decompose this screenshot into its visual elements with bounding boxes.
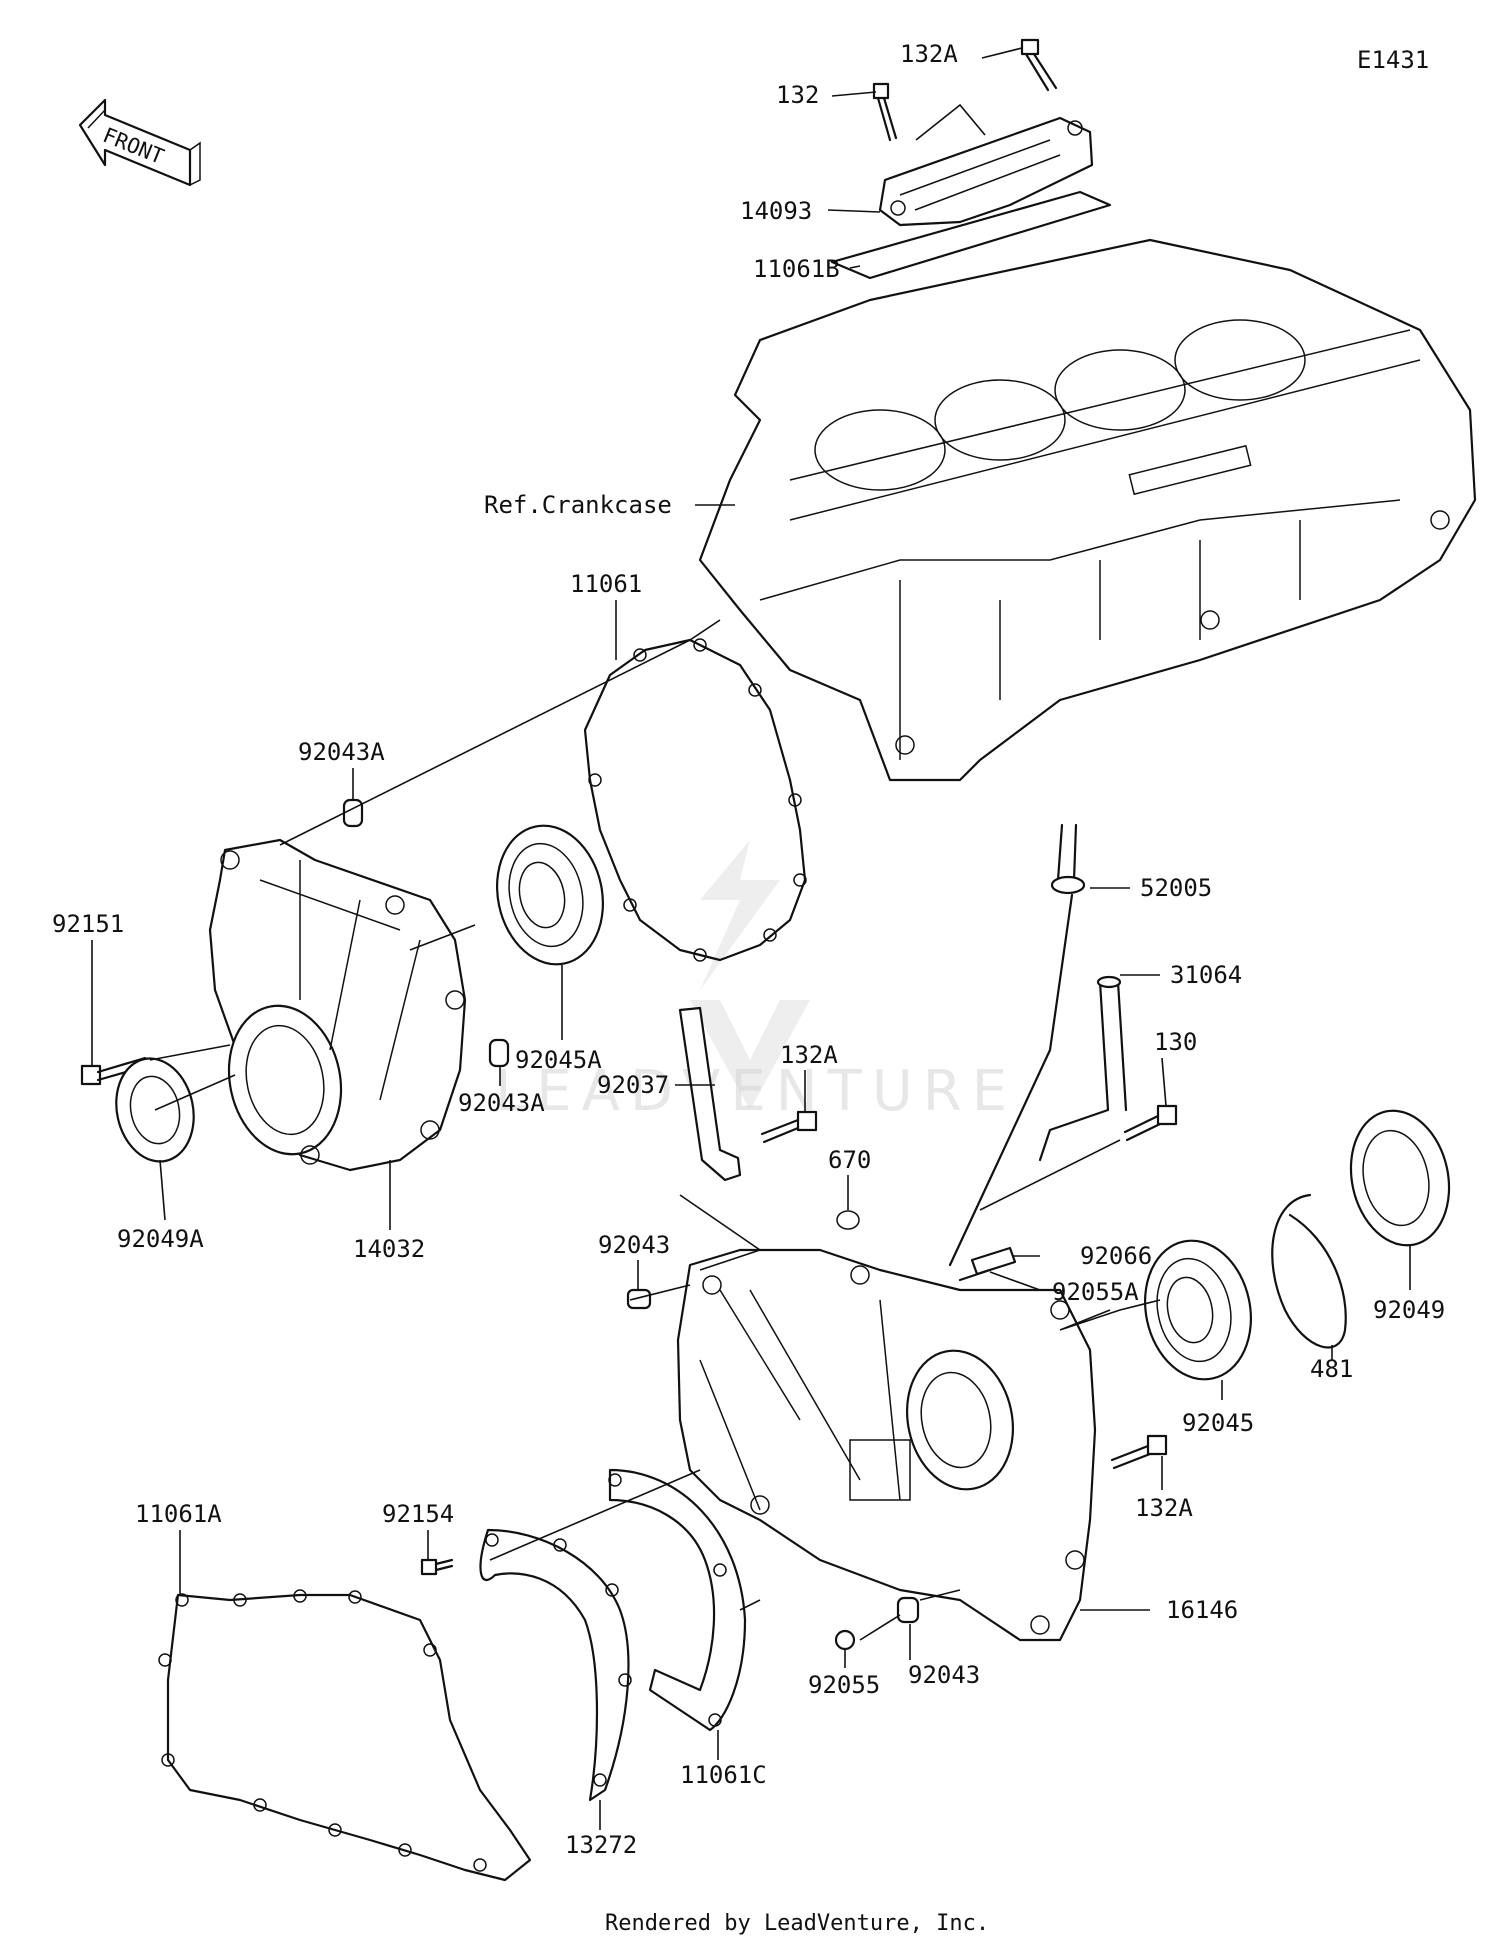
label-670[interactable]: 670	[828, 1146, 871, 1174]
gasket-11061	[583, 638, 807, 962]
dowel-pin-92043-low	[896, 1596, 920, 1624]
label-11061A[interactable]: 11061A	[135, 1500, 222, 1528]
bolt-132A-top	[1020, 38, 1058, 92]
label-13272[interactable]: 13272	[565, 1831, 637, 1859]
bolt-132-top	[872, 82, 898, 142]
label-92043-low[interactable]: 92043	[908, 1661, 980, 1689]
label-132A-top[interactable]: 132A	[900, 40, 958, 68]
label-14032[interactable]: 14032	[353, 1235, 425, 1263]
oil-tube-31064	[1038, 975, 1128, 1162]
circlip-481	[1271, 1193, 1347, 1349]
pin-92055A	[958, 1268, 992, 1282]
housing-16146	[676, 1248, 1097, 1642]
label-ref-crankcase[interactable]: Ref.Crankcase	[484, 491, 672, 519]
label-92049[interactable]: 92049	[1373, 1296, 1445, 1324]
diagram-id: E1431	[1357, 46, 1429, 74]
footer-credit: Rendered by LeadVenture, Inc.	[605, 1911, 989, 1936]
guide-92037	[678, 1006, 742, 1182]
label-92151[interactable]: 92151	[52, 910, 124, 938]
label-92045[interactable]: 92045	[1182, 1409, 1254, 1437]
label-11061B[interactable]: 11061B	[753, 255, 840, 283]
rubber-92066	[970, 1246, 1017, 1276]
label-130[interactable]: 130	[1154, 1028, 1197, 1056]
gasket-11061B	[830, 190, 1112, 280]
bolt-92154	[420, 1558, 454, 1576]
bolt-130	[1123, 1104, 1178, 1142]
label-92154[interactable]: 92154	[382, 1500, 454, 1528]
bearing-92045	[1143, 1239, 1253, 1381]
label-11061[interactable]: 11061	[570, 570, 642, 598]
dipstick-52005	[948, 823, 1086, 1267]
washer-92055	[834, 1629, 856, 1651]
dowel-pin-92043A-mid	[488, 1038, 510, 1068]
label-92043-left[interactable]: 92043	[598, 1231, 670, 1259]
label-11061C[interactable]: 11061C	[680, 1761, 767, 1789]
label-92066[interactable]: 92066	[1080, 1242, 1152, 1270]
plate-13272	[479, 1528, 632, 1802]
cover-14032	[208, 838, 467, 1172]
label-92055A[interactable]: 92055A	[1052, 1278, 1139, 1306]
label-132-top[interactable]: 132	[776, 81, 819, 109]
label-92045A[interactable]: 92045A	[515, 1046, 602, 1074]
label-481[interactable]: 481	[1310, 1355, 1353, 1383]
label-132A-low[interactable]: 132A	[1135, 1494, 1193, 1522]
bolt-132A-low	[1110, 1434, 1168, 1470]
dowel-pin-92043-left	[626, 1288, 652, 1310]
label-92037[interactable]: 92037	[597, 1071, 669, 1099]
label-92043A-mid[interactable]: 92043A	[458, 1089, 545, 1117]
label-14093[interactable]: 14093	[740, 197, 812, 225]
breather-cover-14093	[878, 116, 1094, 227]
label-92043A-top[interactable]: 92043A	[298, 738, 385, 766]
front-arrow-icon	[78, 98, 201, 187]
assembly-lines	[149, 103, 1161, 1641]
label-31064[interactable]: 31064	[1170, 961, 1242, 989]
watermark-logo-icon	[690, 840, 810, 1110]
gasket-11061C	[608, 1468, 747, 1732]
label-92055[interactable]: 92055	[808, 1671, 880, 1699]
bearing-92045A	[495, 824, 605, 966]
leader-lines	[91, 47, 1411, 1830]
label-52005[interactable]: 52005	[1140, 874, 1212, 902]
crankcase-reference	[698, 238, 1477, 782]
dowel-pin-92043A-top	[342, 798, 364, 828]
watermark-text: LEADVENTURE	[495, 1059, 1017, 1124]
label-92049A[interactable]: 92049A	[117, 1225, 204, 1253]
label-16146[interactable]: 16146	[1166, 1596, 1238, 1624]
o-ring-670	[836, 1210, 860, 1230]
label-132A-mid[interactable]: 132A	[780, 1041, 838, 1069]
gasket-11061A	[158, 1589, 532, 1882]
oil-seal-92049	[1349, 1109, 1451, 1247]
bolt-132A-mid	[760, 1110, 818, 1144]
